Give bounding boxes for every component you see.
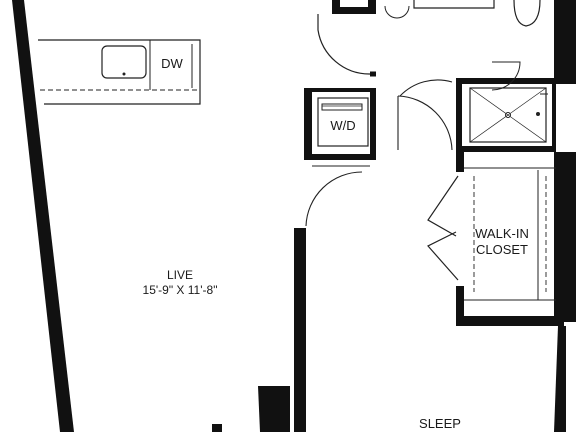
kitchen-sink [101,45,147,79]
sleep-room-label: SLEEP [419,416,461,431]
exterior-wall-right-top [554,0,576,84]
live-room-label: LIVE 15'-9" X 11'-8" [120,268,240,298]
walk-in-closet-walls [456,152,576,326]
shower-door-swing [491,61,521,91]
kitchen-counter [38,39,201,105]
washer-dryer-closet [304,88,376,160]
bifold-closet-door [427,175,459,281]
shower [456,78,556,152]
entry-door-swing [317,14,376,77]
wall-bottom [212,386,290,432]
bath-vanity [413,0,495,9]
live-room-dimensions: 15'-9" X 11'-8" [142,283,218,297]
toilet-icon [513,0,541,27]
walk-in-closet-label-line2: CLOSET [475,242,528,258]
dishwasher-label: DW [161,56,183,71]
live-room-name: LIVE [166,268,193,282]
exterior-wall-right-lower [554,326,566,432]
walk-in-closet-label: WALK-IN CLOSET [466,226,538,259]
exterior-wall-left [12,0,74,432]
interior-wall-center [294,228,306,432]
washer-dryer-label: W/D [330,118,356,133]
walk-in-closet-label-line1: WALK-IN [475,226,529,241]
bath-door-swing [397,79,453,151]
closet-door-swing [305,165,370,227]
